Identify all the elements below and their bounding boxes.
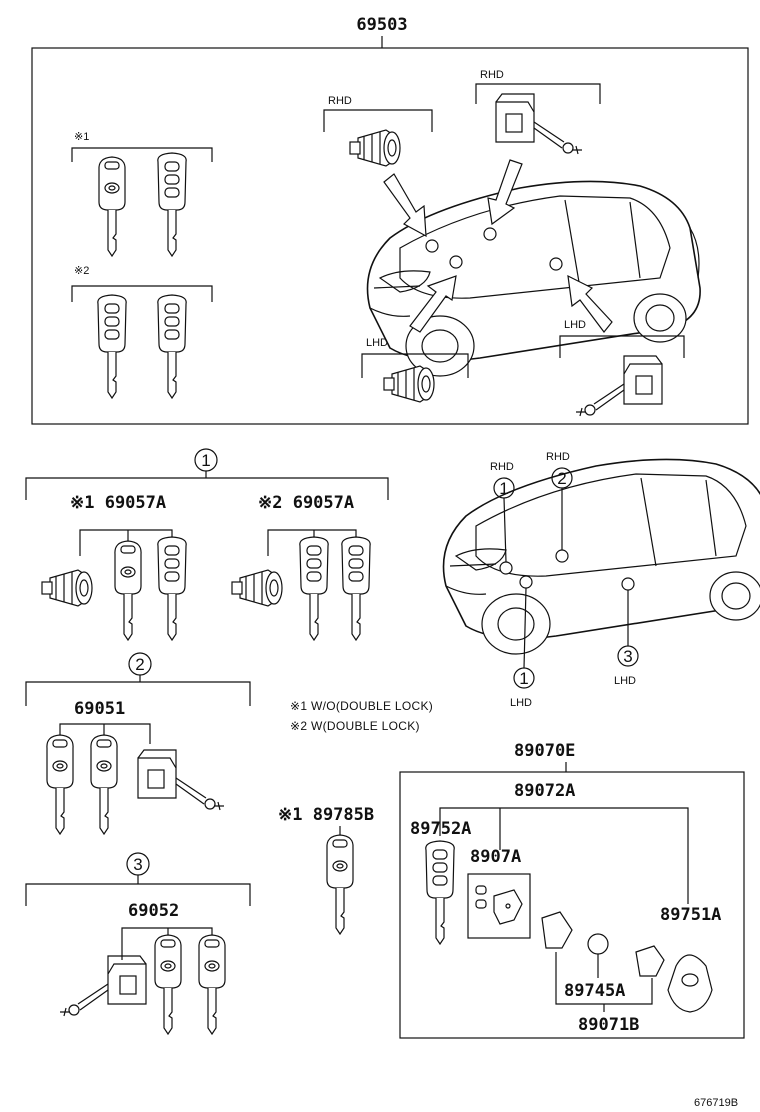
car2-index-1-top: 1	[499, 479, 508, 498]
remote-kit-part: 89070E	[514, 741, 575, 761]
single-key-part: ※1 89785B	[278, 805, 374, 825]
group2-index: 2	[135, 655, 144, 674]
car2-rhd-label-1: RHD	[490, 461, 514, 473]
group1-right-part: ※2 69057A	[258, 493, 354, 513]
group1-index: 1	[201, 451, 210, 470]
remote-battery-part: 89745A	[564, 981, 625, 1001]
group3-index: 3	[133, 855, 142, 874]
remote-board-part: 8907A	[470, 847, 521, 867]
rhd-label-right: RHD	[480, 69, 504, 81]
group3-part: 69052	[128, 901, 179, 921]
diagram-id: 676719B	[694, 1097, 738, 1109]
group2-part: 69051	[74, 699, 125, 719]
note-w-double-lock: ※2 W(DOUBLE LOCK)	[290, 719, 420, 733]
assembly-frame	[31, 47, 749, 425]
lhd-label-right: LHD	[564, 319, 586, 331]
remote-sub-part: 89072A	[514, 781, 575, 801]
remote-case-set-part: 89071B	[578, 1015, 639, 1035]
assembly-number: 69503	[356, 15, 407, 35]
note-mark-1: ※1	[74, 131, 89, 143]
remote-kit-frame	[399, 771, 745, 1039]
rhd-label-left: RHD	[328, 95, 352, 107]
car2-rhd-label-2: RHD	[546, 451, 570, 463]
car2-index-1-bottom: 1	[519, 669, 528, 688]
remote-key-part: 89752A	[410, 819, 471, 839]
note-wo-double-lock: ※1 W/O(DOUBLE LOCK)	[290, 699, 433, 713]
car2-index-3-bottom: 3	[623, 647, 632, 666]
car2-index-2-top: 2	[557, 469, 566, 488]
group1-left-part: ※1 69057A	[70, 493, 166, 513]
car2-lhd-label-3: LHD	[614, 675, 636, 687]
remote-case-part: 89751A	[660, 905, 721, 925]
lhd-label-left: LHD	[366, 337, 388, 349]
car2-lhd-label-1: LHD	[510, 697, 532, 709]
note-mark-2: ※2	[74, 265, 89, 277]
